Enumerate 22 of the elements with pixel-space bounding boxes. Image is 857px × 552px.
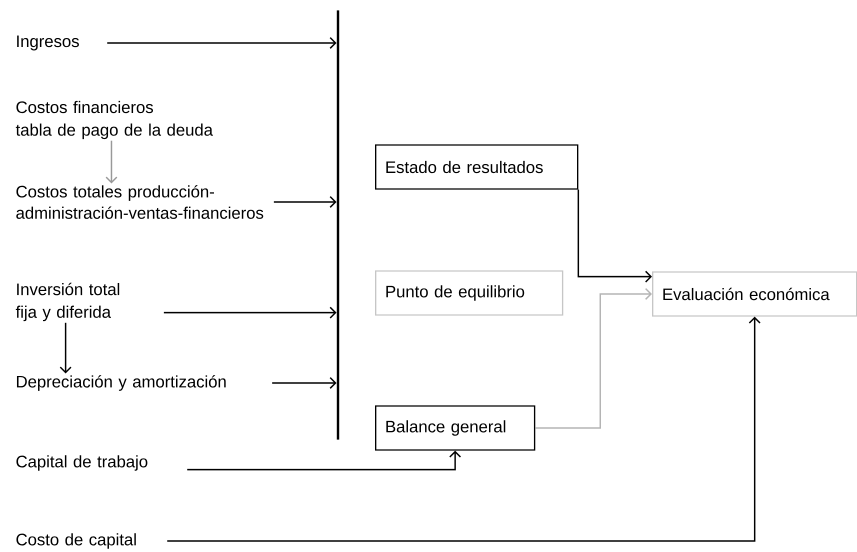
- process-box: Evaluación económica: [652, 271, 857, 317]
- arrow: [107, 37, 337, 49]
- process-box: Estado de resultados: [375, 144, 578, 190]
- arrow: [167, 316, 761, 542]
- node-label: Capital de trabajo: [16, 455, 148, 471]
- node-label: Inversión total fija y diferida: [16, 282, 120, 322]
- node-label: Costos financieros tabla de pago de la deuda: [16, 100, 213, 140]
- process-box: Punto de equilibrio: [375, 270, 564, 316]
- arrow: [578, 190, 652, 283]
- arrow: [274, 196, 337, 208]
- node-label: Depreciación y amortización: [16, 375, 226, 391]
- vertical-bar: [336, 10, 340, 440]
- node-label: Costo de capital: [16, 533, 136, 549]
- arrow: [164, 306, 337, 319]
- node-label: Costos totales producción-administración-ventas-financieros: [16, 185, 264, 219]
- process-box: Balance general: [375, 405, 536, 451]
- arrow: [187, 450, 461, 470]
- arrow: [535, 288, 652, 429]
- node-label: Ingresos: [17, 36, 79, 50]
- arrow: [106, 140, 118, 184]
- arrow: [272, 377, 337, 389]
- arrow: [60, 322, 72, 374]
